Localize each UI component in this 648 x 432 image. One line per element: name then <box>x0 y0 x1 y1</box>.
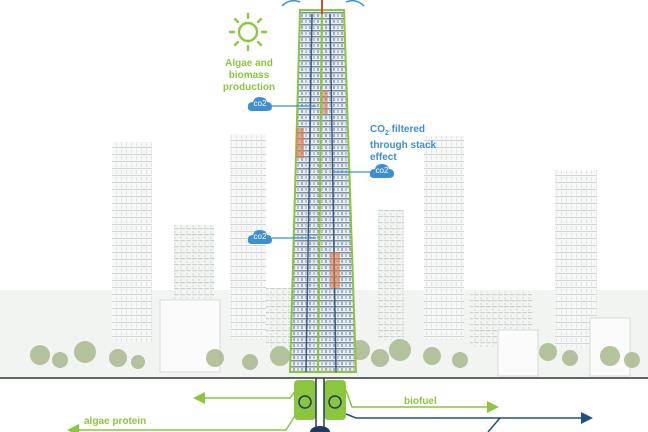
co2-cloud-icon: co2 <box>247 229 273 247</box>
tower-left-shaft <box>288 9 324 373</box>
co2-connectors <box>272 105 372 239</box>
pump-housing-right <box>324 380 346 420</box>
label-line: CO2 filtered <box>370 124 450 140</box>
tower-right-shaft <box>316 9 358 373</box>
algae-panel <box>296 128 304 158</box>
output-arrows <box>67 389 593 432</box>
label-line: Algae and <box>225 58 273 69</box>
arrow-icon <box>345 389 499 413</box>
pump-housing-left <box>294 380 316 420</box>
trees <box>30 339 640 370</box>
arrow-icon <box>193 389 297 404</box>
arrow-icon <box>67 413 297 432</box>
bg-tower-5 <box>424 136 464 340</box>
algae-panel <box>330 252 340 288</box>
arrow-icon <box>487 417 501 432</box>
algae-panel <box>322 90 328 114</box>
label-line: effect <box>370 152 397 163</box>
bg-tower-1 <box>112 142 152 342</box>
co2-cloud-icon: co2 <box>247 96 273 114</box>
outflow-arrow-right <box>345 0 365 7</box>
outflow-arrow-left <box>281 0 301 7</box>
co2-filtered-label: CO2 filtered through stack effect <box>370 124 450 164</box>
co2-subscript: 2 <box>385 130 389 137</box>
co2-badge-text: co2 <box>253 99 267 108</box>
main-tower <box>281 0 365 373</box>
label-line: production <box>222 82 276 93</box>
co2-badge-text: co2 <box>253 232 267 241</box>
pump-icon <box>328 395 342 409</box>
bg-building-2 <box>497 329 539 377</box>
co2-badge-text: co2 <box>375 166 389 175</box>
air-duct-right <box>329 13 337 373</box>
pipe-outlet <box>310 426 330 432</box>
pump-icon <box>298 395 312 409</box>
filtered-text: filtered <box>388 124 426 135</box>
arrow-icon <box>345 412 593 424</box>
sun-icon <box>228 12 268 52</box>
algae-biomass-label: Algae and biomass production <box>218 58 280 94</box>
co2-text: CO <box>370 124 385 135</box>
co2-cloud-icon: co2 <box>369 163 395 181</box>
label-line: biomass <box>228 70 270 81</box>
underground-plant <box>294 378 346 432</box>
algae-protein-label: algae protein <box>84 416 147 427</box>
air-duct-left <box>305 13 313 373</box>
label-line: through stack <box>370 140 437 151</box>
bg-tower-4 <box>378 210 404 340</box>
biofuel-label: biofuel <box>404 396 437 407</box>
